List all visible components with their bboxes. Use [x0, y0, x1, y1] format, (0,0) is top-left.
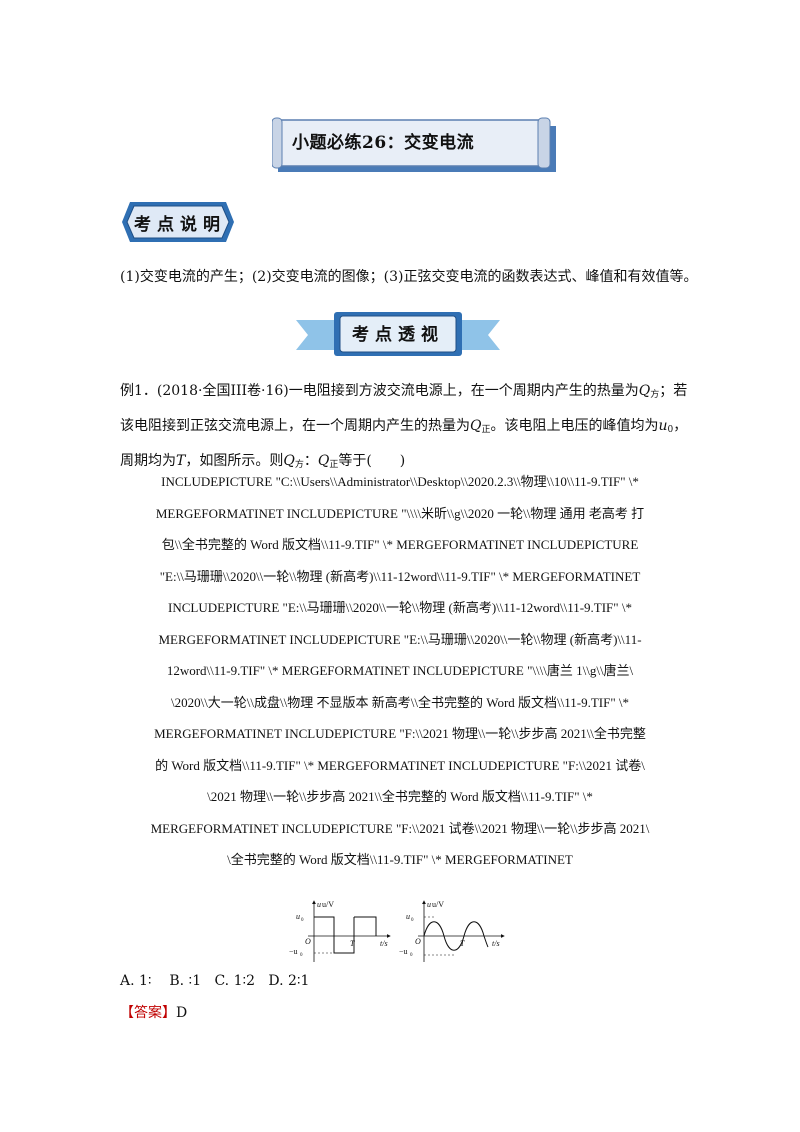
- svg-text:u: u: [317, 900, 321, 909]
- svg-text:O: O: [305, 937, 311, 946]
- field-code-line: 包\\全书完整的 Word 版文档\\11-9.TIF" \* MERGEFOR…: [161, 537, 639, 552]
- question-text: 例1．(2018·全国III卷·16)一电阻接到方波交流电源上，在一个周期内产生…: [120, 376, 688, 481]
- exam-points-summary: (1)交变电流的产生；(2)交变电流的图像；(3)正弦交变电流的函数表达式、峰值…: [120, 269, 698, 285]
- answer-options: A. 1∶ B. ∶1 C. 1∶2 D. 2∶1: [120, 973, 310, 989]
- field-code-line: INCLUDEPICTURE "E:\\马珊珊\\2020\\一轮\\物理 (新…: [168, 600, 632, 615]
- svg-text:t/s: t/s: [492, 939, 500, 948]
- field-code-line: "E:\\马珊珊\\2020\\一轮\\物理 (新高考)\\11-12word\…: [159, 568, 641, 584]
- field-code-line: INCLUDEPICTURE "C:\\Users\\Administrator…: [161, 474, 639, 489]
- svg-text:0: 0: [300, 953, 303, 958]
- field-code-line: \2021 物理\\一轮\\步步高 2021\\全书完整的 Word 版文档\\…: [207, 789, 593, 804]
- field-code-block: INCLUDEPICTURE "C:\\Users\\Administrator…: [110, 466, 690, 876]
- answer-label: 【答案】: [120, 1005, 176, 1021]
- svg-text:T: T: [350, 939, 355, 948]
- field-code-line: MERGEFORMATINET INCLUDEPICTURE "F:\\2021…: [150, 820, 650, 836]
- exam-points-label: 考点说明: [134, 215, 226, 235]
- field-code-line: \2020\\大一轮\\成盘\\物理 不显版本 新高考\\全书完整的 Word …: [170, 694, 630, 710]
- svg-text:u: u: [296, 912, 300, 921]
- svg-text:0: 0: [301, 918, 304, 923]
- analysis-ribbon: [296, 312, 500, 356]
- field-code-line: MERGEFORMATINET INCLUDEPICTURE "E:\\马珊珊\…: [158, 631, 642, 647]
- svg-text:u/V: u/V: [322, 900, 334, 909]
- field-code-line: 12word\\11-9.TIF" \* MERGEFORMATINET INC…: [166, 663, 634, 678]
- svg-text:0: 0: [411, 918, 414, 923]
- svg-text:u: u: [406, 912, 410, 921]
- svg-text:T: T: [460, 939, 465, 948]
- field-code-line: MERGEFORMATINET INCLUDEPICTURE "\\\\米昕\\…: [155, 505, 645, 521]
- svg-text:u/V: u/V: [432, 900, 444, 909]
- svg-text:u: u: [427, 900, 431, 909]
- title-banner: [272, 117, 556, 172]
- field-code-line: 的 Word 版文档\\11-9.TIF" \* MERGEFORMATINET…: [155, 757, 645, 773]
- question-line-2: 该电阻接到正弦交流电源上，在一个周期内产生的热量为Q正。该电阻上电压的峰值均为u…: [120, 418, 688, 435]
- svg-text:t/s: t/s: [380, 939, 388, 948]
- answer-value: D: [176, 1005, 188, 1021]
- sine-wave-graph: u u/V u 0 −u 0 O T t/s: [399, 900, 505, 962]
- field-code-line: \全书完整的 Word 版文档\\11-9.TIF" \* MERGEFORMA…: [227, 852, 573, 867]
- square-wave-graph: u u/V u 0 −u 0 O T t/s: [289, 900, 391, 962]
- question-line-3: 周期均为T，如图所示。则Q方：Q正等于( ): [120, 453, 406, 470]
- svg-text:−u: −u: [289, 947, 298, 956]
- page-title: 小题必练26：交变电流: [292, 133, 475, 153]
- exam-points-badge: [122, 202, 234, 242]
- answer-line: 【答案】D: [120, 1002, 187, 1022]
- svg-text:0: 0: [410, 953, 413, 958]
- voltage-waveform-figure: u u/V u 0 −u 0 O T t/s u u/V u 0 −u 0 O …: [289, 900, 505, 962]
- question-line-1: 例1．(2018·全国III卷·16)一电阻接到方波交流电源上，在一个周期内产生…: [120, 383, 688, 400]
- analysis-label: 考点透视: [352, 325, 444, 345]
- svg-text:−u: −u: [399, 947, 408, 956]
- field-code-line: MERGEFORMATINET INCLUDEPICTURE "F:\\2021…: [154, 726, 646, 741]
- svg-text:O: O: [415, 937, 421, 946]
